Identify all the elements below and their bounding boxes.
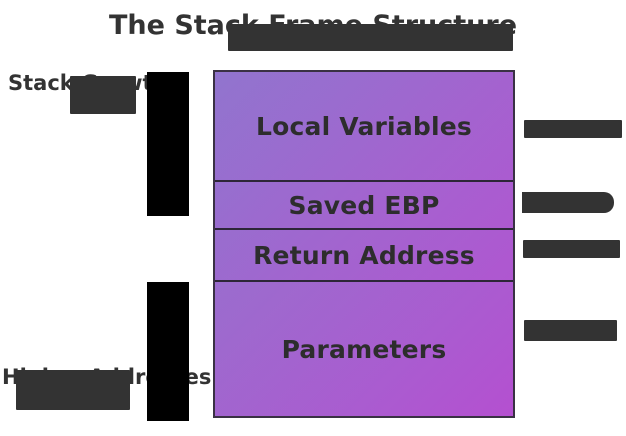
callout-saved-ebp [522, 192, 614, 213]
title-redaction-block [228, 24, 513, 51]
frame-row[interactable]: Local Variables [215, 72, 513, 180]
callout-return-address [523, 240, 620, 258]
frame-row-label-parameters: Parameters [281, 334, 447, 364]
frame-row-label-saved-ebp: Saved EBP [288, 190, 440, 220]
higher-addresses-redaction-block [16, 370, 130, 410]
callout-parameters [524, 320, 617, 341]
stack-growth-arrow-icon [147, 72, 189, 216]
frame-row-label-return-address: Return Address [253, 240, 475, 270]
diagram-title: The Stack Frame Structure [0, 10, 626, 51]
stack-growth-redaction-block [70, 76, 136, 114]
frame-row[interactable]: Return Address [215, 228, 513, 280]
higher-addresses-label: Higher Addresses [2, 366, 211, 410]
stack-growth-label: Stack Growth [8, 72, 167, 114]
frame-row[interactable]: Parameters [215, 280, 513, 416]
higher-addresses-arrow-icon [147, 282, 189, 421]
frame-row-label-local-variables: Local Variables [256, 111, 472, 141]
callout-local-variables [524, 120, 622, 138]
stack-frame-box: Local Variables Saved EBP Return Address… [213, 70, 515, 418]
frame-row[interactable]: Saved EBP [215, 180, 513, 228]
